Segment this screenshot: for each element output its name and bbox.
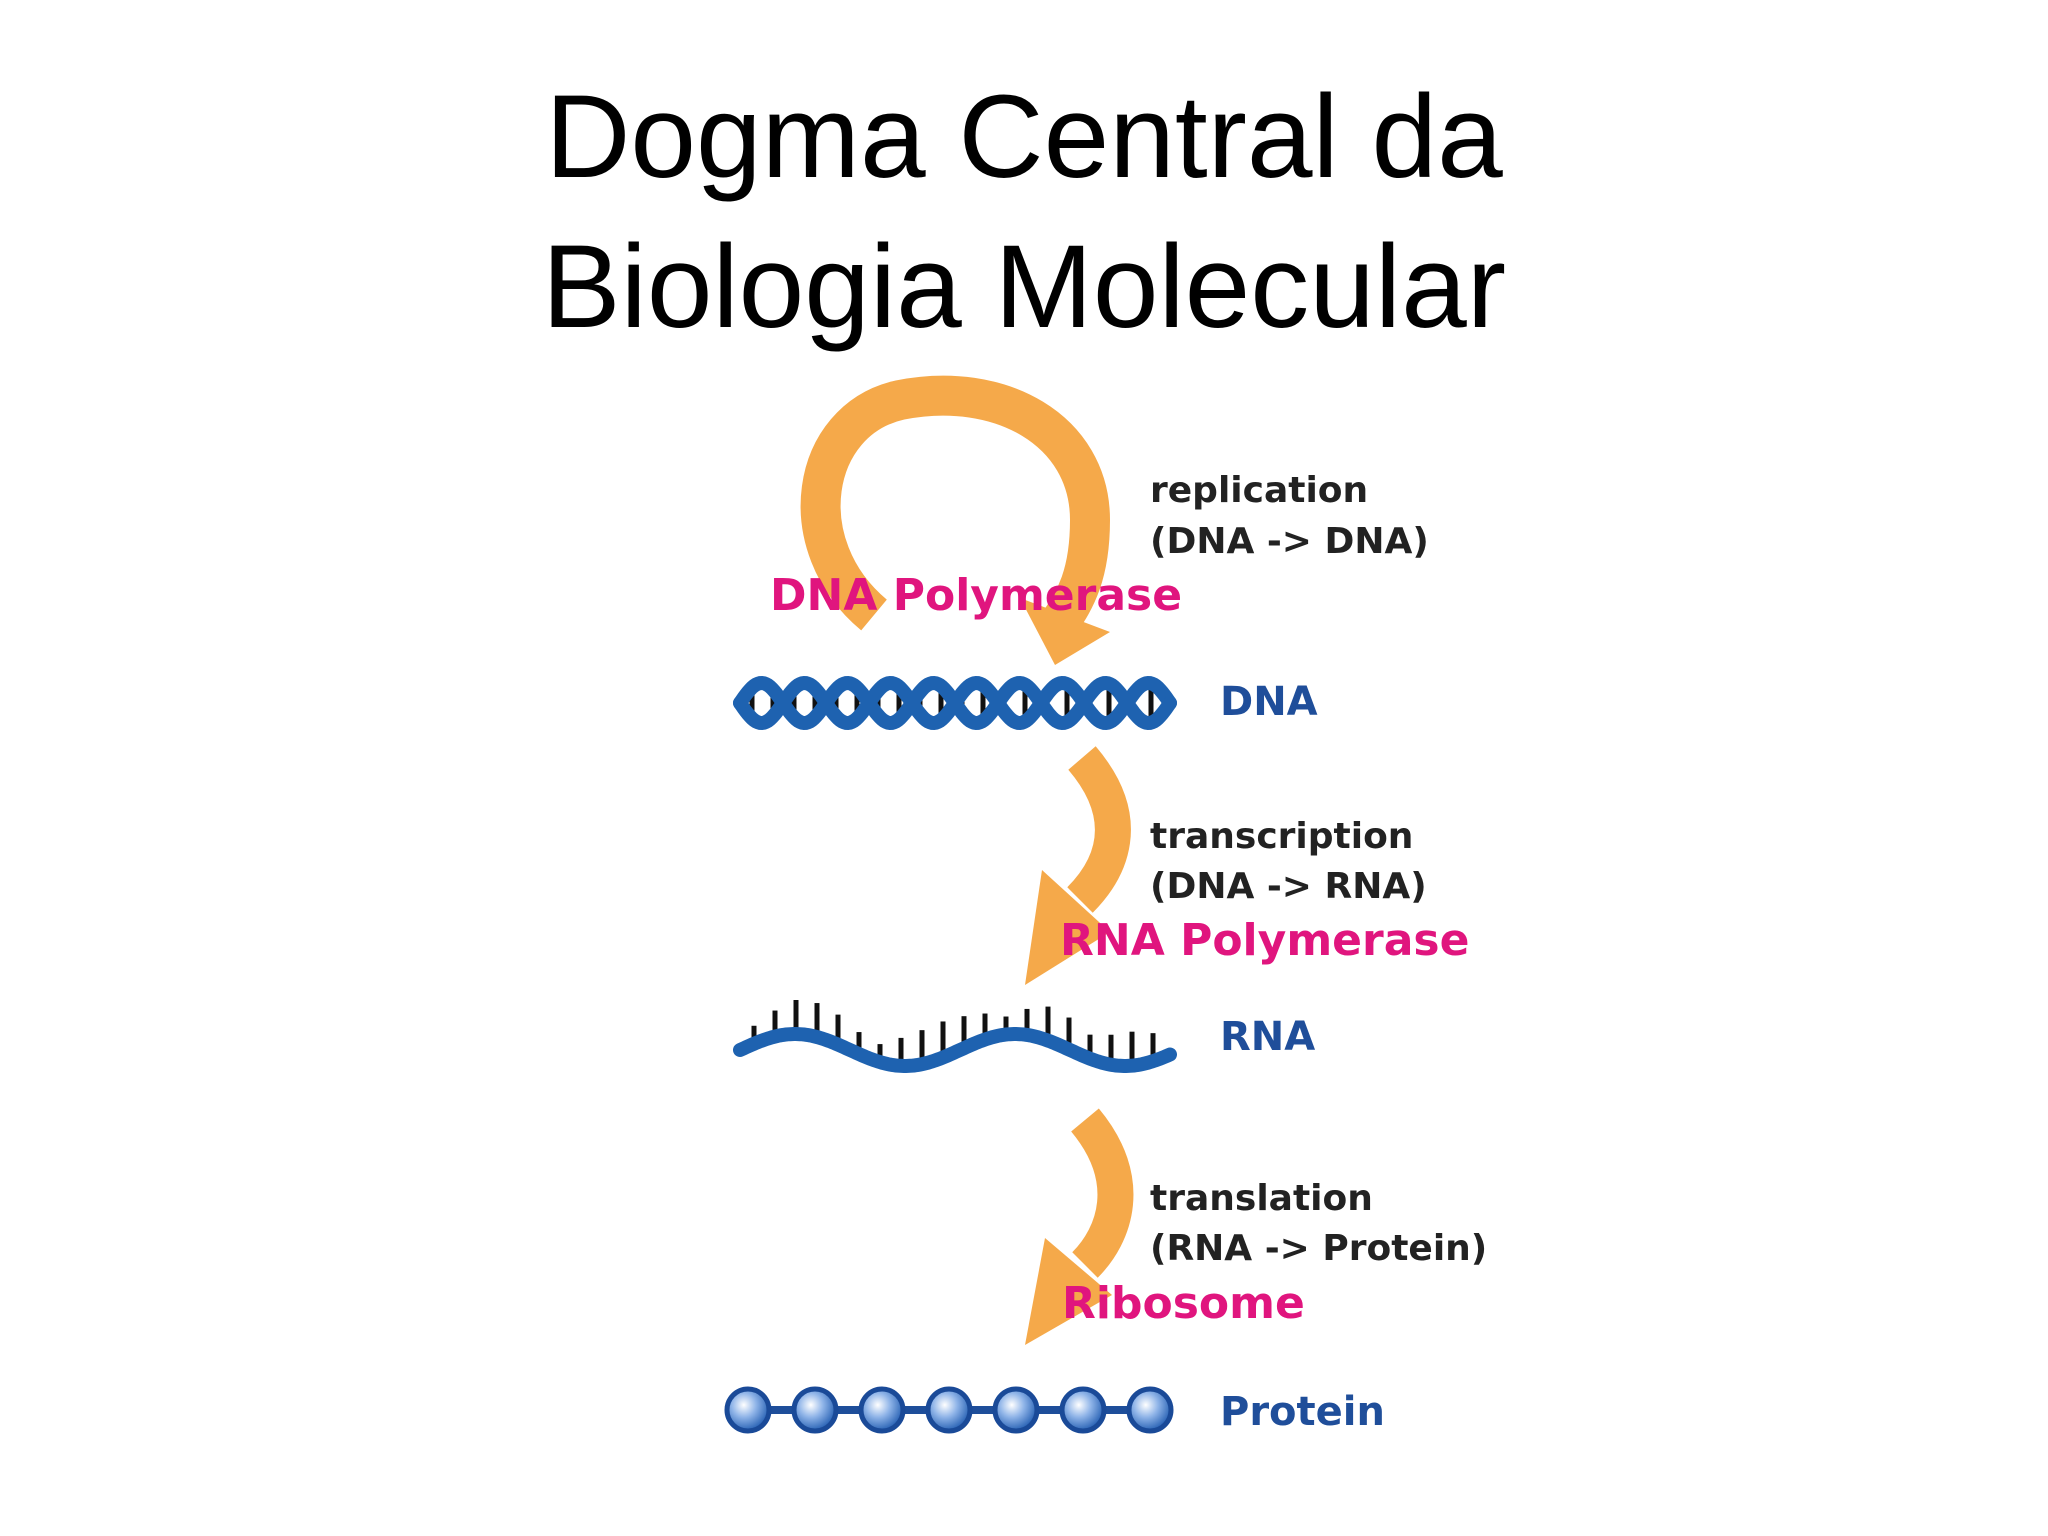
transcription-arrow-shaft xyxy=(1066,746,1131,913)
transcription-arrow-head xyxy=(1025,870,1110,985)
replication-arrow-head xyxy=(1020,598,1110,665)
dna-helix xyxy=(733,675,1177,731)
dna-label: DNA xyxy=(1220,679,1318,725)
amino-acid-bead xyxy=(1126,1386,1174,1434)
dna-strand-b xyxy=(733,675,1177,731)
rna-backbone xyxy=(733,1027,1177,1073)
rna-polymerase-label: RNA Polymerase xyxy=(1060,915,1469,966)
translation-arrow-shaft xyxy=(1070,1108,1134,1278)
translation-label: translation xyxy=(1150,1178,1373,1219)
translation-arrow xyxy=(1025,1108,1134,1345)
amino-acid-bead xyxy=(858,1386,906,1434)
protein-beads xyxy=(724,1386,1174,1434)
ribosome-label: Ribosome xyxy=(1062,1278,1305,1329)
protein-label: Protein xyxy=(1220,1389,1385,1435)
rna-strand xyxy=(733,1000,1177,1073)
amino-acid-bead xyxy=(724,1386,772,1434)
amino-acid-bead xyxy=(791,1386,839,1434)
amino-acid-bead xyxy=(1059,1386,1107,1434)
transcription-arrow xyxy=(1025,746,1131,985)
translation-arrow-head xyxy=(1025,1238,1112,1345)
replication-direction: (DNA -> DNA) xyxy=(1150,521,1429,562)
translation-direction: (RNA -> Protein) xyxy=(1150,1228,1487,1269)
amino-acid-bead xyxy=(992,1386,1040,1434)
transcription-direction: (DNA -> RNA) xyxy=(1150,866,1427,907)
slide-title: Dogma Central da Biologia Molecular xyxy=(0,62,2048,362)
amino-acid-bead xyxy=(925,1386,973,1434)
replication-arrow-ring xyxy=(800,375,1111,634)
title-line-1: Dogma Central da xyxy=(545,71,1503,203)
protein-chain xyxy=(724,1386,1174,1434)
replication-label: replication xyxy=(1150,470,1368,511)
transcription-label: transcription xyxy=(1150,816,1413,857)
rna-label: RNA xyxy=(1220,1014,1315,1060)
dna-polymerase-label: DNA Polymerase xyxy=(770,570,1182,621)
title-line-2: Biologia Molecular xyxy=(541,221,1507,353)
replication-arrow xyxy=(800,375,1111,665)
